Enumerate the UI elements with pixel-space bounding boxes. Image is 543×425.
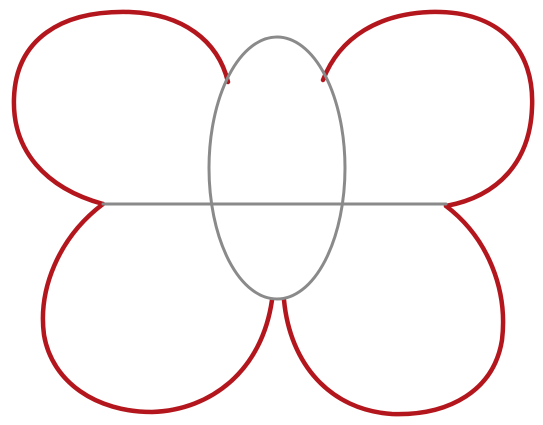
lower-right-wing xyxy=(284,206,503,414)
upper-left-wing xyxy=(14,12,228,204)
lower-left-wing xyxy=(43,204,272,412)
upper-right-wing xyxy=(323,12,532,206)
body-oval xyxy=(209,37,345,299)
